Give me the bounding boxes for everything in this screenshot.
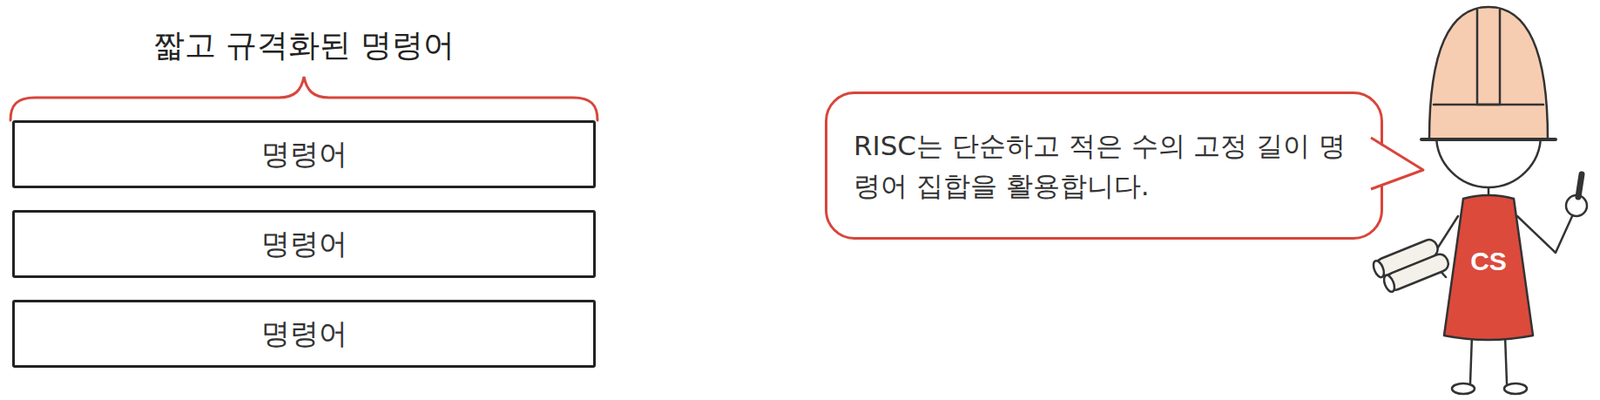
diagram-title: 짧고 규격화된 명령어 bbox=[153, 24, 456, 68]
helmet-band bbox=[1433, 103, 1544, 107]
curly-brace bbox=[10, 76, 598, 121]
helmet-brim bbox=[1421, 137, 1556, 142]
finger bbox=[1578, 174, 1582, 197]
roll-end bbox=[1382, 273, 1398, 293]
roll-end bbox=[1371, 259, 1387, 279]
foot bbox=[1451, 383, 1475, 394]
instruction-box: 명령어 bbox=[12, 299, 596, 368]
instruction-box: 명령어 bbox=[12, 120, 596, 189]
box-text: 명령어 bbox=[261, 224, 348, 264]
leg bbox=[1505, 335, 1507, 384]
box-text: 명령어 bbox=[261, 314, 348, 354]
shirt bbox=[1444, 195, 1533, 340]
blueprint-rolls bbox=[1371, 236, 1452, 296]
leg bbox=[1470, 335, 1472, 384]
instruction-box: 명령어 bbox=[12, 209, 596, 278]
bubble-text: RISC는 단순하고 적은 수의 고정 길이 명령어 집합을 활용합니다. bbox=[853, 125, 1355, 207]
shirt-logo: CS bbox=[1470, 246, 1507, 277]
box-text: 명령어 bbox=[261, 135, 348, 175]
foot bbox=[1504, 383, 1527, 394]
worker-figure bbox=[1371, 6, 1587, 394]
arm bbox=[1517, 214, 1573, 253]
helmet-ridge bbox=[1477, 8, 1500, 105]
helmet bbox=[1429, 6, 1548, 140]
speech-bubble: RISC는 단순하고 적은 수의 고정 길이 명령어 집합을 활용합니다. bbox=[824, 91, 1384, 240]
